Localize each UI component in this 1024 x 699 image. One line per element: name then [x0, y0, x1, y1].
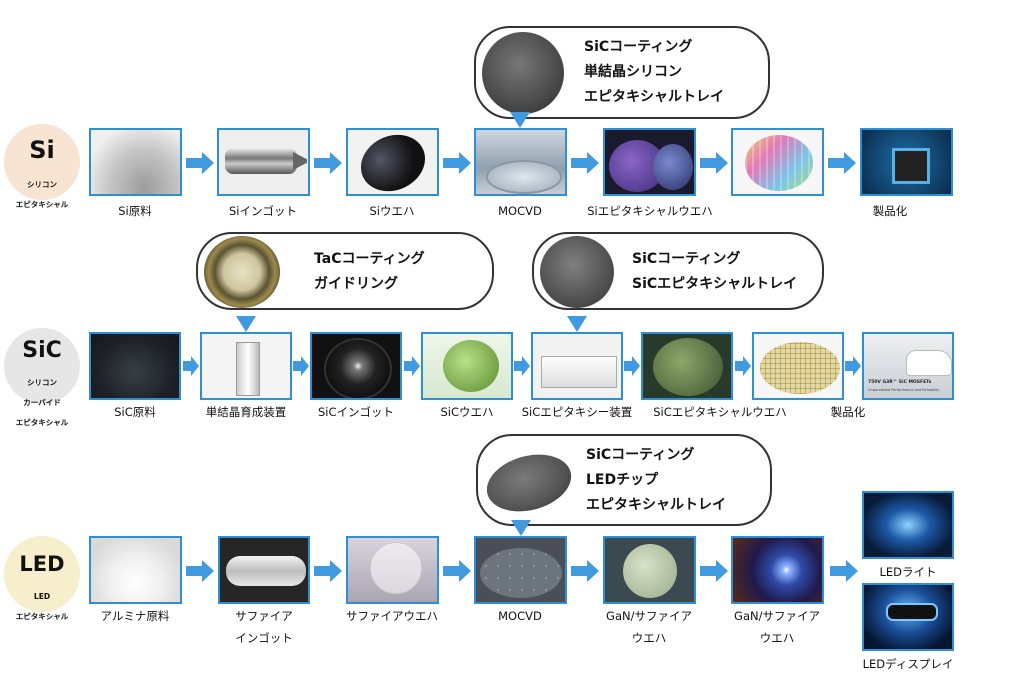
si-callout-sic-coated-tray: SiCコーティング 単結晶シリコン エピタキシャルトレイ: [474, 26, 770, 119]
step-caption: GaN/サファイア ウエハ: [606, 609, 692, 645]
callout-pointer-arrow: [510, 112, 530, 128]
sic-callout-tac-guide-ring: TaCコーティング ガイドリング: [196, 232, 494, 310]
step-caption: SiCウエハ: [440, 405, 494, 419]
sic-badge-subtitle: シリコン カーバイド エピタキシャル: [15, 378, 69, 427]
tac-guide-ring-image: [204, 236, 280, 308]
si-badge-title: Si: [29, 136, 55, 164]
sic-raw-material-photo: [89, 332, 181, 400]
callout-line: SiCコーティング: [586, 447, 695, 463]
flow-arrow: [514, 356, 530, 376]
callout-line: ガイドリング: [314, 276, 398, 292]
callout-line: SiCコーティング: [584, 39, 693, 55]
flow-arrow: [830, 560, 858, 582]
flow-arrow: [314, 152, 342, 174]
callout-line: SiCエピタキシャルトレイ: [632, 276, 798, 292]
si-epitaxial-wafer-photo: [603, 128, 696, 196]
step-caption: Si原料: [118, 204, 152, 218]
sic-badge: SiC シリコン カーバイド エピタキシャル: [4, 328, 80, 427]
step-caption: MOCVD: [498, 204, 542, 218]
callout-pointer-arrow: [511, 520, 531, 536]
step-caption: MOCVD: [498, 609, 542, 623]
step-caption: Siウエハ: [369, 204, 415, 218]
mocvd-photo: [474, 128, 567, 196]
step-caption: SiCエピタキシー装置: [521, 405, 633, 419]
callout-line: TaCコーティング: [314, 251, 425, 267]
sic-mosfet-product-photo: 750V G3R™ SiC MOSFETs Unparalleled Perfo…: [862, 332, 954, 400]
step-caption: LEDライト: [879, 565, 937, 579]
si-wafer-photo: [346, 128, 439, 196]
step-caption: Siインゴット: [229, 204, 297, 218]
step-caption: SiCインゴット: [317, 405, 395, 419]
product-tagline: Unparalleled Performance and Reliability: [868, 388, 940, 392]
si-badge-subtitle: シリコン エピタキシャル: [15, 180, 69, 209]
step-caption: 単結晶育成装置: [205, 405, 287, 419]
gan-sapphire-wafer-photo: [603, 536, 696, 604]
led-badge: LED LED エピタキシャル: [4, 536, 80, 621]
flow-arrow: [186, 560, 214, 582]
step-caption: 製品化: [830, 405, 866, 419]
sic-ingot-photo: [310, 332, 402, 400]
product-headline: 750V G3R™ SiC MOSFETs: [868, 380, 932, 385]
callout-pointer-arrow: [567, 316, 587, 332]
sic-epitaxial-tray-image: [540, 236, 614, 308]
callout-line: LEDチップ: [586, 472, 659, 488]
si-badge: Si シリコン エピタキシャル: [4, 124, 80, 209]
flow-arrow: [700, 152, 728, 174]
flow-arrow: [700, 560, 728, 582]
step-caption: アルミナ原料: [100, 609, 170, 623]
led-tray-image: [480, 445, 578, 521]
sic-callout-sic-epitaxial-tray: SiCコーティング SiCエピタキシャルトレイ: [532, 232, 824, 310]
step-caption: GaN/サファイア ウエハ: [734, 609, 820, 645]
flow-arrow: [845, 356, 861, 376]
sic-wafer-photo: [421, 332, 513, 400]
sapphire-wafer-photo: [346, 536, 439, 604]
flow-arrow: [828, 152, 856, 174]
sapphire-ingot-photo: [218, 536, 310, 604]
step-caption: サファイアウエハ: [346, 609, 438, 623]
si-ingot-photo: [217, 128, 310, 196]
step-caption: サファイア インゴット: [235, 609, 293, 645]
led-badge-title: LED: [19, 552, 65, 576]
step-caption: SiCエピタキシャルウエハ: [653, 405, 787, 419]
callout-line: SiCコーティング: [632, 251, 741, 267]
flow-arrow: [443, 560, 471, 582]
led-callout-sic-coated-tray: SiCコーティング LEDチップ エピタキシャルトレイ: [476, 434, 772, 526]
sic-patterned-wafer-photo: [752, 332, 844, 400]
sic-coated-tray-image: [482, 32, 564, 114]
flow-arrow: [735, 356, 751, 376]
led-light-photo: [862, 491, 954, 559]
crystal-growth-equipment-photo: [200, 332, 292, 400]
callout-line: 単結晶シリコン: [584, 64, 682, 80]
step-caption: 製品化: [872, 204, 908, 218]
step-caption: Siエピタキシャルウエハ: [587, 204, 713, 218]
led-badge-subtitle: LED エピタキシャル: [15, 592, 69, 621]
si-patterned-wafer-photo: [731, 128, 824, 196]
flow-arrow: [443, 152, 471, 174]
sic-epitaxy-equipment-photo: [531, 332, 623, 400]
flow-arrow: [404, 356, 420, 376]
flow-arrow: [183, 356, 199, 376]
si-chip-product-photo: [860, 128, 953, 196]
si-raw-material-photo: [89, 128, 182, 196]
step-caption: SiC原料: [114, 405, 156, 419]
sic-epitaxial-wafer-photo: [641, 332, 733, 400]
flow-arrow: [293, 356, 309, 376]
callout-line: エピタキシャルトレイ: [584, 89, 724, 105]
flow-arrow: [624, 356, 640, 376]
led-display-photo: [862, 583, 954, 651]
gan-sapphire-wafer-glow-photo: [731, 536, 824, 604]
flow-arrow: [186, 152, 214, 174]
led-mocvd-photo: [474, 536, 567, 604]
flow-arrow: [571, 560, 599, 582]
sic-badge-title: SiC: [22, 338, 62, 363]
step-caption: LEDディスプレイ: [862, 657, 954, 671]
flow-arrow: [571, 152, 599, 174]
alumina-raw-material-photo: [89, 536, 182, 604]
callout-line: エピタキシャルトレイ: [586, 497, 726, 513]
callout-pointer-arrow: [236, 316, 256, 332]
flow-arrow: [314, 560, 342, 582]
